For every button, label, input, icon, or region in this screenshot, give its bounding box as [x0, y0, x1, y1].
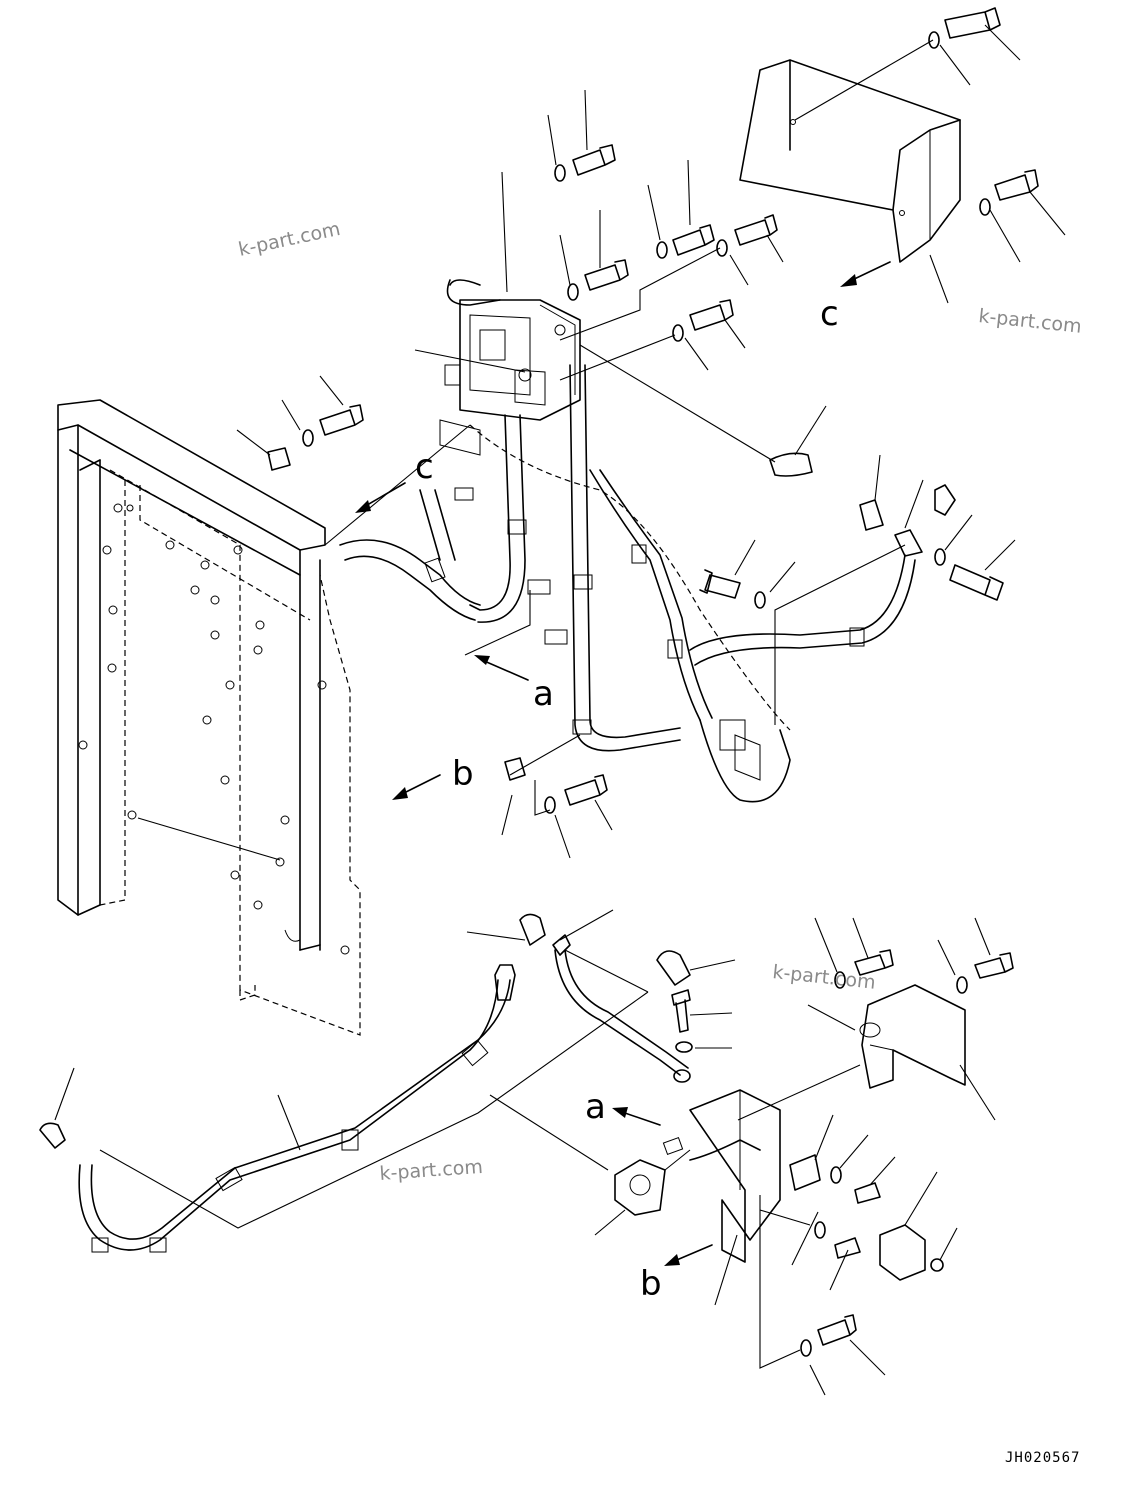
washer-5 [716, 239, 728, 257]
bolt-14 [974, 952, 1014, 979]
bolt-16 [834, 1237, 861, 1259]
bolt-4 [672, 224, 715, 256]
view-arrows-lower: a b [585, 1087, 713, 1304]
washer-8 [302, 429, 314, 447]
clip-bracket-2 [894, 529, 923, 557]
leader-lines-lower [54, 909, 996, 1396]
view-label-c-upper: c [820, 294, 839, 334]
bolt-1 [944, 7, 1001, 39]
relay-box-assembly [439, 279, 581, 456]
clip-bracket-4 [789, 1154, 821, 1191]
washer-7 [979, 198, 991, 216]
bolt-13 [854, 949, 894, 976]
bolt-12 [671, 989, 691, 1033]
washer-9 [934, 548, 946, 566]
view-label-b-upper: b [452, 754, 474, 794]
bolt-11 [564, 774, 608, 806]
terminal-cover-3 [656, 950, 691, 986]
rubber-cap-1 [769, 452, 813, 477]
battery-cable-assembly [39, 913, 1014, 1357]
view-label-a-upper: a [533, 674, 554, 714]
support-frame [57, 399, 361, 1036]
washer-6 [672, 324, 684, 342]
view-arrows-upper: c c a b [355, 261, 891, 800]
view-label-b-lower: b [640, 1264, 662, 1304]
fuse-holder [879, 1224, 926, 1281]
bolt-7 [994, 169, 1039, 201]
washer-3 [567, 283, 579, 301]
bolt-9 [949, 564, 1004, 601]
cover-plate [739, 59, 961, 263]
washer-12 [675, 1041, 693, 1053]
bolt-8 [319, 404, 364, 436]
washer-2 [554, 164, 566, 182]
bolt-15 [854, 1182, 881, 1204]
washer-16 [814, 1221, 826, 1239]
terminal-cover-1 [39, 1122, 66, 1149]
leader-lines-top [137, 24, 1066, 861]
side-bracket [861, 984, 966, 1089]
terminal-cover-2 [519, 913, 546, 946]
bolt-10 [699, 569, 741, 599]
washer-1 [928, 31, 940, 49]
watermark-1: k-part.com [236, 218, 342, 261]
bolt-5 [734, 214, 778, 246]
washer-4 [656, 241, 668, 259]
terminal-cap [934, 484, 956, 516]
washer-13 [834, 971, 846, 989]
watermark-2: k-part.com [977, 305, 1082, 338]
washer-14 [956, 976, 968, 994]
rubber-cap-2 [859, 499, 884, 531]
bolt-6 [689, 299, 734, 331]
bolt-2 [572, 144, 616, 176]
washer-11 [544, 796, 556, 814]
clip-bracket-1 [267, 447, 291, 471]
view-label-c-left: c [415, 447, 434, 487]
bolt-3 [584, 259, 629, 291]
clip-bracket-3 [504, 757, 526, 781]
washer-17 [800, 1339, 812, 1357]
drawing-code: JH020567 [1005, 1450, 1080, 1466]
bolt-17 [817, 1314, 857, 1346]
watermark-3: k-part.com [771, 961, 876, 994]
view-label-a-lower: a [585, 1087, 606, 1127]
fastener-set-top [267, 7, 1039, 814]
watermark-4: k-part.com [379, 1156, 484, 1185]
relay-mount-bracket [689, 1089, 781, 1263]
washer-15 [830, 1166, 842, 1184]
fuse-cap [930, 1258, 944, 1272]
wiring-harness [339, 364, 916, 803]
battery-relay [614, 1159, 666, 1216]
washer-10 [754, 591, 766, 609]
